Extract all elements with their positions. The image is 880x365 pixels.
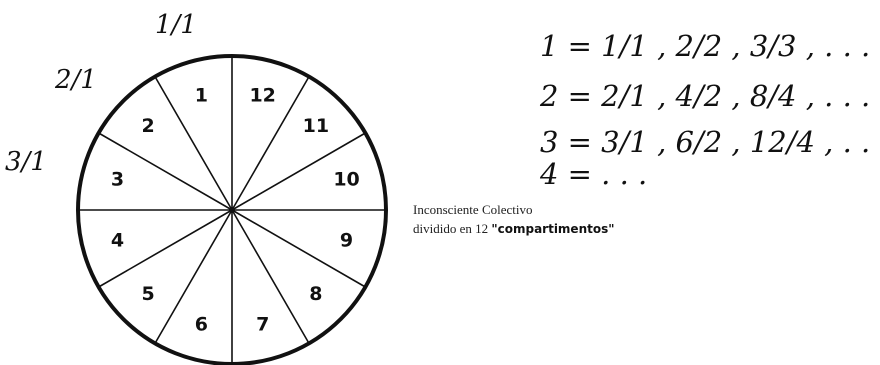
equation-line: 4 = . . .: [539, 157, 647, 191]
segment-label: 9: [340, 230, 353, 252]
segment-label: 2: [142, 115, 155, 137]
wheel-spokes: [78, 56, 386, 364]
segment-label: 12: [249, 84, 275, 106]
segment-label: 6: [195, 314, 208, 336]
caption-line-2-bold: "compartimentos": [491, 222, 614, 236]
caption-line-2-text: dividido en 12: [413, 221, 491, 236]
wheel-center: [229, 207, 235, 213]
segment-label: 10: [333, 168, 359, 190]
wheel-spoke: [154, 76, 233, 211]
segment-label: 4: [111, 230, 124, 252]
outer-label-2-1: 2/1: [54, 65, 97, 95]
caption-line-2: dividido en 12 "compartimentos": [413, 221, 615, 236]
segment-label: 7: [256, 314, 269, 336]
wheel-spoke: [231, 209, 366, 288]
wheel-spoke: [98, 132, 233, 211]
caption-line-1: Inconsciente Colectivo: [413, 202, 533, 217]
wheel-spoke: [231, 76, 310, 211]
wheel-spoke: [231, 132, 366, 211]
equation-line: 3 = 3/1 , 6/2 , 12/4 , . . .: [540, 125, 880, 159]
equation-line: 2 = 2/1 , 4/2 , 8/4 , . . .: [539, 79, 870, 113]
segment-label: 8: [309, 283, 322, 305]
equation-line: 1 = 1/1 , 2/2 , 3/3 , . . .: [540, 29, 870, 63]
wheel-spoke: [154, 209, 233, 344]
outer-label-3-1: 3/1: [5, 147, 47, 177]
equations: 1 = 1/1 , 2/2 , 3/3 , . . . 2 = 2/1 , 4/…: [539, 29, 880, 191]
segment-label: 5: [142, 283, 155, 305]
outer-label-1-1: 1/1: [155, 10, 197, 40]
wheel-spoke: [98, 209, 233, 288]
segment-label: 11: [303, 115, 329, 137]
segment-label: 1: [195, 84, 208, 106]
segment-label: 3: [111, 168, 124, 190]
wheel-spoke: [231, 209, 310, 344]
